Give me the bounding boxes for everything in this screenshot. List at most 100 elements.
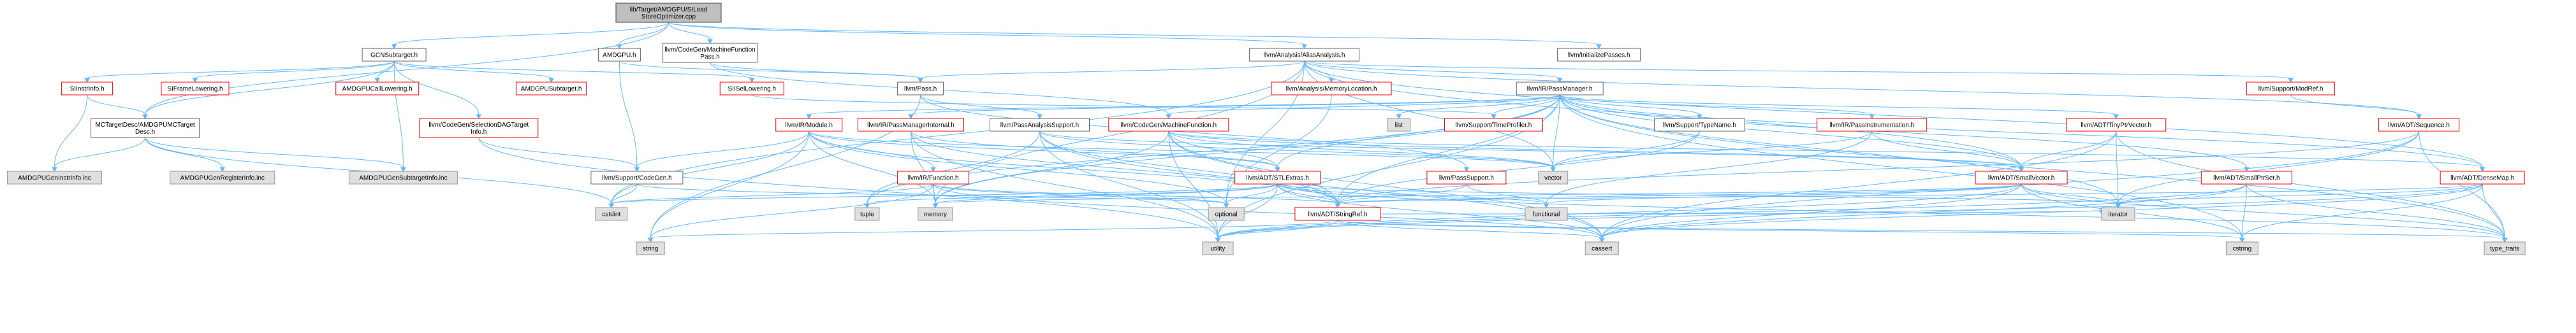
node-cassert[interactable]: cassert bbox=[1584, 241, 1619, 255]
edge-line bbox=[618, 22, 669, 45]
edge-arrowhead bbox=[1556, 78, 1563, 83]
edge-line bbox=[1553, 131, 1700, 168]
node-gcn-subtarget[interactable]: GCNSubtarget.h bbox=[362, 48, 427, 62]
edge-arrowhead bbox=[84, 78, 90, 83]
node-iterator[interactable]: iterator bbox=[2101, 207, 2135, 221]
node-memory-location[interactable]: llvm/Analysis/MemoryLocation.h bbox=[1271, 81, 1392, 96]
edge-string-ref-to-cassert bbox=[1337, 220, 1605, 243]
edge-mc-target-desc-to-gen-register-info bbox=[145, 137, 226, 172]
edge-tiny-ptr-vector-to-iterator bbox=[2115, 131, 2121, 208]
edge-line bbox=[933, 183, 936, 204]
node-vector[interactable]: vector bbox=[1538, 171, 1569, 185]
node-label: llvm/PassAnalysisSupport.h bbox=[1000, 122, 1079, 129]
node-small-vector[interactable]: llvm/ADT/SmallVector.h bbox=[1975, 171, 2068, 185]
node-stl-extras[interactable]: llvm/ADT/STLExtras.h bbox=[1234, 171, 1321, 185]
edge-line bbox=[636, 131, 810, 168]
edge-amdgpu-h-to-support-codegen bbox=[618, 60, 640, 172]
node-type-name[interactable]: llvm/Support/TypeName.h bbox=[1653, 118, 1745, 132]
edge-line bbox=[1559, 94, 1873, 115]
edge-arrowhead bbox=[1491, 114, 1497, 119]
edge-ir-pass-manager-to-pass-manager-internal bbox=[908, 94, 1560, 119]
edge-string-ref-to-cstring bbox=[1337, 220, 2245, 243]
edge-arrowhead bbox=[932, 203, 939, 208]
edge-ir-pass-manager-to-list bbox=[1396, 94, 1560, 119]
node-box bbox=[918, 207, 953, 221]
edge-gcn-subtarget-to-amdgpu-subtarget bbox=[393, 60, 554, 83]
node-amdgpu-call-lowering[interactable]: AMDGPUCallLowering.h bbox=[335, 81, 420, 96]
node-pass-instrumentation[interactable]: llvm/IR/PassInstrumentation.h bbox=[1817, 118, 1928, 132]
node-box bbox=[1208, 207, 1245, 221]
edge-line bbox=[911, 131, 936, 204]
node-machine-function[interactable]: llvm/CodeGen/MachineFunction.h bbox=[1108, 118, 1229, 132]
node-pass-manager-internal[interactable]: llvm/IR/PassManagerInternal.h bbox=[858, 118, 964, 132]
edge-stl-extras-to-optional bbox=[1223, 183, 1278, 208]
node-si-frame-lowering[interactable]: SIFrameLowering.h bbox=[161, 81, 230, 96]
node-ir-function[interactable]: llvm/IR/Function.h bbox=[897, 171, 970, 185]
node-pass-analysis-support[interactable]: llvm/PassAnalysisSupport.h bbox=[990, 118, 1090, 132]
edge-line bbox=[1304, 60, 2292, 79]
node-small-ptr-set[interactable]: llvm/ADT/SmallPtrSet.h bbox=[2200, 171, 2292, 185]
node-cstring[interactable]: cstring bbox=[2225, 241, 2258, 255]
edge-line bbox=[393, 60, 552, 79]
node-mod-ref[interactable]: llvm/Support/ModRef.h bbox=[2246, 81, 2336, 96]
node-memory[interactable]: memory bbox=[918, 207, 953, 221]
edge-line bbox=[809, 131, 1338, 204]
node-gen-register-info[interactable]: AMDGPUGenRegisterInfo.inc bbox=[170, 171, 275, 185]
edge-arrowhead bbox=[400, 167, 406, 172]
node-label: llvm/IR/PassManagerInternal.h bbox=[867, 122, 955, 129]
edge-line bbox=[1337, 94, 1560, 204]
node-time-profiler[interactable]: llvm/Support/TimeProfiler.h bbox=[1444, 118, 1543, 132]
node-si-isel-lowering[interactable]: SIISelLowering.h bbox=[719, 81, 784, 96]
node-amdgpu-h[interactable]: AMDGPU.h bbox=[597, 48, 641, 62]
node-dense-map[interactable]: llvm/ADT/DenseMap.h bbox=[2440, 171, 2525, 185]
edge-arrowhead bbox=[1335, 203, 1341, 208]
node-box bbox=[1234, 171, 1321, 185]
node-pass-h[interactable]: llvm/Pass.h bbox=[897, 81, 944, 96]
node-label: StoreOptimizer.cpp bbox=[641, 13, 696, 20]
node-support-codegen[interactable]: llvm/Support/CodeGen.h bbox=[590, 171, 684, 185]
edge-line bbox=[911, 131, 1278, 168]
node-string-ref[interactable]: llvm/ADT/StringRef.h bbox=[1294, 207, 1381, 221]
edge-arrowhead bbox=[930, 167, 936, 172]
node-adt-sequence[interactable]: llvm/ADT/Sequence.h bbox=[2378, 118, 2460, 132]
edge-line bbox=[668, 22, 1305, 45]
edge-line bbox=[1337, 220, 1602, 239]
node-gen-subtarget-info[interactable]: AMDGPUGenSubtargetInfo.inc bbox=[348, 171, 458, 185]
node-alias-analysis[interactable]: llvm/Analysis/AliasAnalysis.h bbox=[1249, 48, 1360, 62]
node-utility[interactable]: utility bbox=[1202, 241, 1234, 255]
edge-arrowhead bbox=[1301, 44, 1307, 49]
edge-line bbox=[751, 94, 1494, 115]
node-cstdint[interactable]: cstdint bbox=[595, 207, 628, 221]
node-type-traits[interactable]: type_traits bbox=[2484, 241, 2526, 255]
node-root[interactable]: lib/Target/AMDGPU/SILoadStoreOptimizer.c… bbox=[615, 3, 722, 23]
edge-line bbox=[1559, 94, 2247, 168]
edge-line bbox=[1226, 183, 1278, 204]
node-list[interactable]: list bbox=[1387, 118, 1411, 132]
node-tuple[interactable]: tuple bbox=[854, 207, 880, 221]
edge-arrowhead bbox=[2018, 167, 2024, 172]
node-functional[interactable]: functional bbox=[1525, 207, 1568, 221]
node-ir-pass-manager[interactable]: llvm/IR/PassManager.h bbox=[1516, 81, 1604, 96]
node-ir-module[interactable]: llvm/IR/Module.h bbox=[775, 118, 843, 132]
node-gen-instr-info[interactable]: AMDGPUGenInstrInfo.inc bbox=[7, 171, 102, 185]
node-amdgpu-subtarget[interactable]: AMDGPUSubtarget.h bbox=[516, 81, 587, 96]
edge-line bbox=[1337, 220, 2505, 239]
node-box bbox=[897, 81, 944, 96]
node-string[interactable]: string bbox=[636, 241, 665, 255]
node-si-instr-info[interactable]: SIInstrInfo.h bbox=[61, 81, 113, 96]
node-pass-support[interactable]: llvm/PassSupport.h bbox=[1426, 171, 1507, 185]
edge-line bbox=[145, 137, 223, 168]
node-label: SIFrameLowering.h bbox=[167, 86, 223, 93]
node-optional[interactable]: optional bbox=[1208, 207, 1245, 221]
node-box bbox=[1426, 171, 1507, 185]
edge-line bbox=[1398, 94, 1560, 115]
node-initialize-passes[interactable]: llvm/InitializePasses.h bbox=[1557, 48, 1641, 62]
edge-line bbox=[2482, 183, 2505, 239]
node-tiny-ptr-vector[interactable]: llvm/ADT/TinyPtrVector.h bbox=[2066, 118, 2167, 132]
edge-line bbox=[2118, 131, 2420, 204]
edge-arrowhead bbox=[1599, 237, 1605, 243]
edge-line bbox=[809, 131, 1278, 168]
